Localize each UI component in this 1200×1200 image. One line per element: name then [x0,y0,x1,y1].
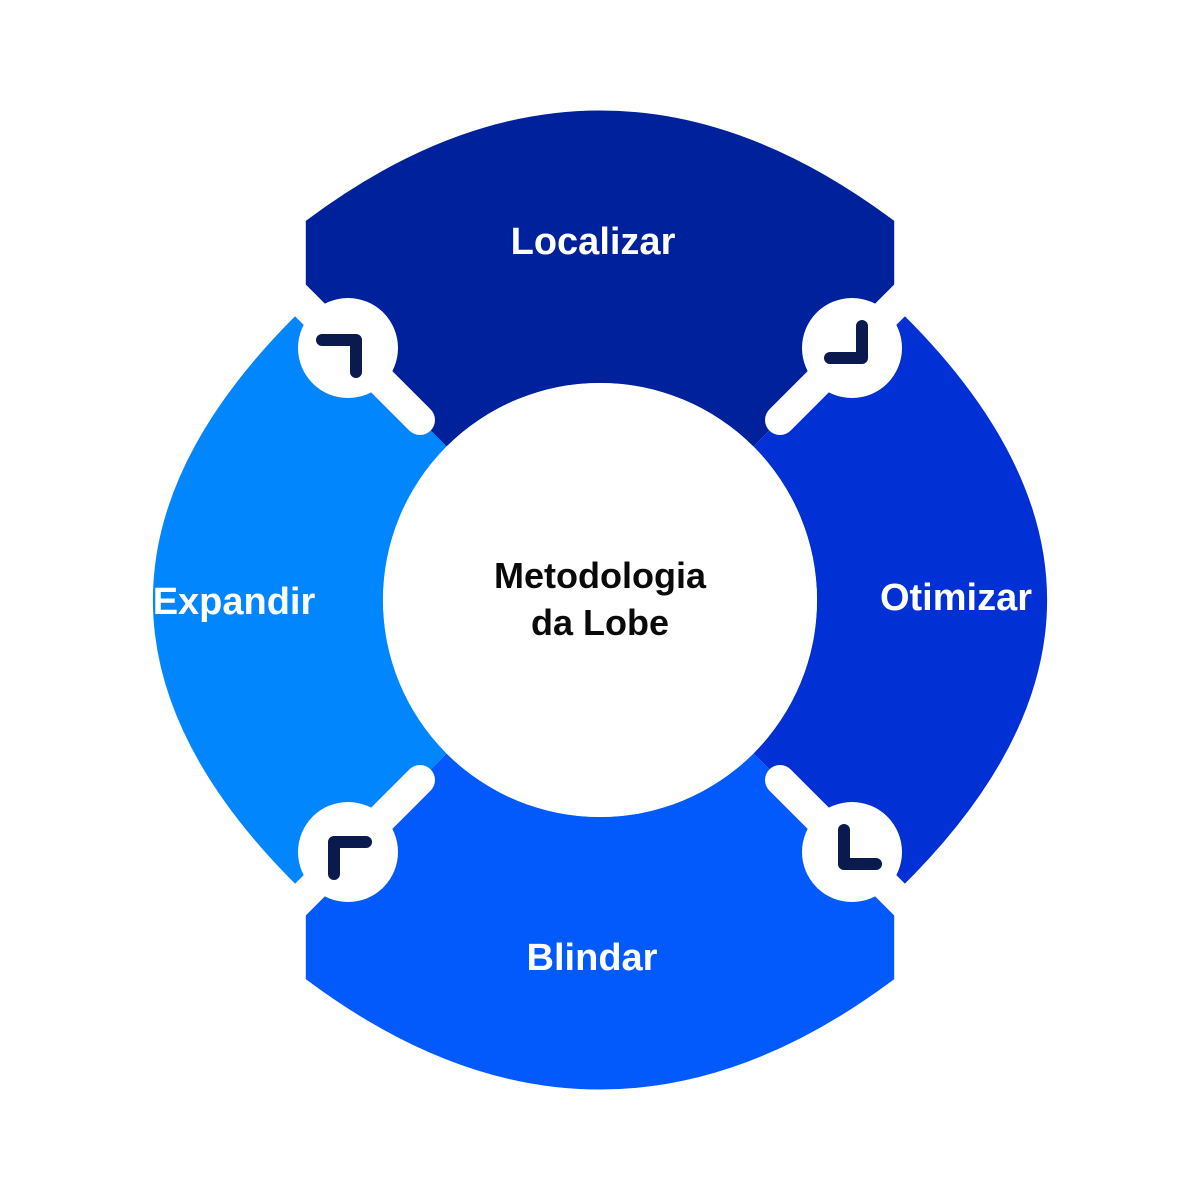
segment-expandir [152,305,449,895]
corner-arrow-icon [328,836,372,880]
center-circle [383,383,817,817]
segment-label-expandir: Expandir [153,581,316,623]
segment-label-localizar: Localizar [511,221,676,263]
segment-localizar [305,110,895,449]
connector-bottom-left [298,802,398,902]
connector-top-right [802,298,902,398]
corner-arrow-icon [316,334,362,378]
segment-label-otimizar: Otimizar [880,577,1032,619]
segment-label-blindar: Blindar [527,937,658,979]
ring-segments [152,110,1048,1090]
connector-bottom-right [802,802,902,902]
segment-otimizar [751,305,1048,895]
segment-blindar [305,751,895,1090]
corner-arrow-icon [838,824,882,870]
center-title-line-1: Metodologia [494,555,707,596]
corner-arrow-icon [824,320,868,364]
connector-top-left [298,298,398,398]
center-title-line-2: da Lobe [531,602,669,643]
